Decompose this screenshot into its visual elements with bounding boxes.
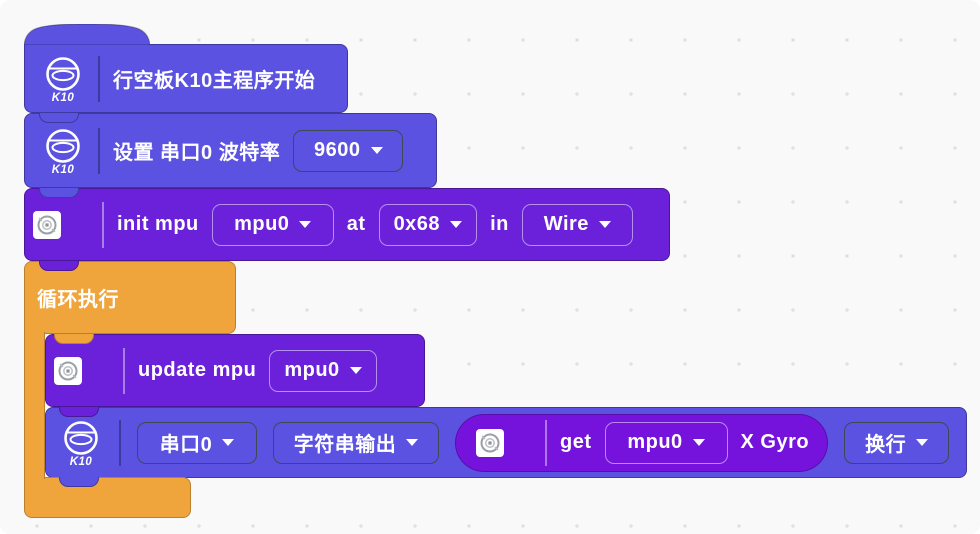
newline-value: 换行	[865, 434, 907, 456]
loop-block-header[interactable]: 循环执行	[24, 261, 236, 334]
k10-icon-label: K10	[70, 456, 93, 467]
k10-icon-label: K10	[52, 92, 75, 103]
divider	[98, 55, 100, 102]
loop-label: 循环执行	[37, 289, 119, 311]
chevron-down-icon	[916, 439, 929, 446]
get-label: get	[560, 431, 592, 453]
init-mpu-label: init mpu	[117, 213, 199, 235]
serial-setup-label: 设置 串口0 波特率	[113, 142, 281, 164]
init-mpu-block[interactable]: init mpu mpu0 at 0x68 in Wire	[24, 188, 670, 261]
mpu-chip-icon	[33, 210, 61, 239]
stack-notch-bump	[59, 477, 99, 487]
chevron-down-icon	[370, 147, 383, 154]
serial-port-value: 串口0	[159, 434, 213, 456]
baud-rate-value: 9600	[314, 139, 361, 161]
hat-cap	[24, 24, 150, 45]
chevron-down-icon	[692, 439, 705, 446]
stack-notch-bump	[39, 261, 79, 271]
mpu-variable-value: mpu0	[627, 431, 683, 453]
wire-bus-dropdown[interactable]: Wire	[521, 203, 633, 246]
chevron-down-icon	[406, 439, 419, 446]
at-label: at	[346, 213, 366, 235]
loop-mouth-bump	[54, 334, 94, 344]
divider	[119, 419, 121, 466]
update-mpu-block[interactable]: update mpu mpu0	[45, 334, 425, 407]
loop-block-footer[interactable]	[24, 477, 191, 518]
loop-block-arm	[24, 332, 45, 479]
baud-rate-dropdown[interactable]: 9600	[293, 129, 404, 172]
mpu-variable-dropdown[interactable]: mpu0	[269, 349, 377, 392]
mpu-chip-icon	[54, 356, 82, 385]
get-gyro-reporter-block[interactable]: get mpu0 X Gyro	[455, 413, 829, 472]
divider	[102, 201, 104, 248]
mpu-chip-icon	[476, 428, 504, 457]
divider	[545, 419, 547, 466]
mpu-variable-value: mpu0	[284, 359, 340, 381]
newline-dropdown[interactable]: 换行	[844, 421, 950, 464]
stack-notch-bump	[39, 188, 79, 198]
i2c-address-dropdown[interactable]: 0x68	[378, 203, 478, 246]
k10-icon-label: K10	[52, 164, 75, 175]
in-label: in	[490, 213, 509, 235]
i2c-address-value: 0x68	[393, 213, 441, 235]
k10-icon: K10	[46, 56, 80, 103]
start-block-label: 行空板K10主程序开始	[113, 70, 316, 92]
k10-icon: K10	[64, 420, 98, 467]
mpu-variable-dropdown[interactable]: mpu0	[604, 421, 728, 464]
divider	[98, 127, 100, 174]
output-mode-dropdown[interactable]: 字符串输出	[273, 421, 439, 464]
mpu-variable-dropdown[interactable]: mpu0	[211, 203, 334, 246]
gyro-axis-label: X Gyro	[740, 431, 810, 453]
start-hat-block[interactable]: K10 行空板K10主程序开始	[24, 44, 348, 113]
mpu-variable-value: mpu0	[234, 213, 290, 235]
update-mpu-label: update mpu	[138, 359, 257, 381]
output-mode-value: 字符串输出	[293, 434, 397, 456]
k10-icon: K10	[46, 128, 80, 175]
chevron-down-icon	[450, 221, 463, 228]
serial-port-dropdown[interactable]: 串口0	[137, 421, 257, 464]
chevron-down-icon	[349, 367, 362, 374]
serial-setup-block[interactable]: K10 设置 串口0 波特率 9600	[24, 113, 437, 188]
stack-notch-bump	[39, 113, 79, 123]
wire-bus-value: Wire	[543, 213, 589, 235]
chevron-down-icon	[598, 221, 611, 228]
chevron-down-icon	[299, 221, 312, 228]
divider	[123, 347, 125, 394]
stack-notch-bump	[59, 407, 99, 417]
chevron-down-icon	[222, 439, 235, 446]
serial-print-block[interactable]: K10 串口0 字符串输出 get	[45, 407, 967, 478]
